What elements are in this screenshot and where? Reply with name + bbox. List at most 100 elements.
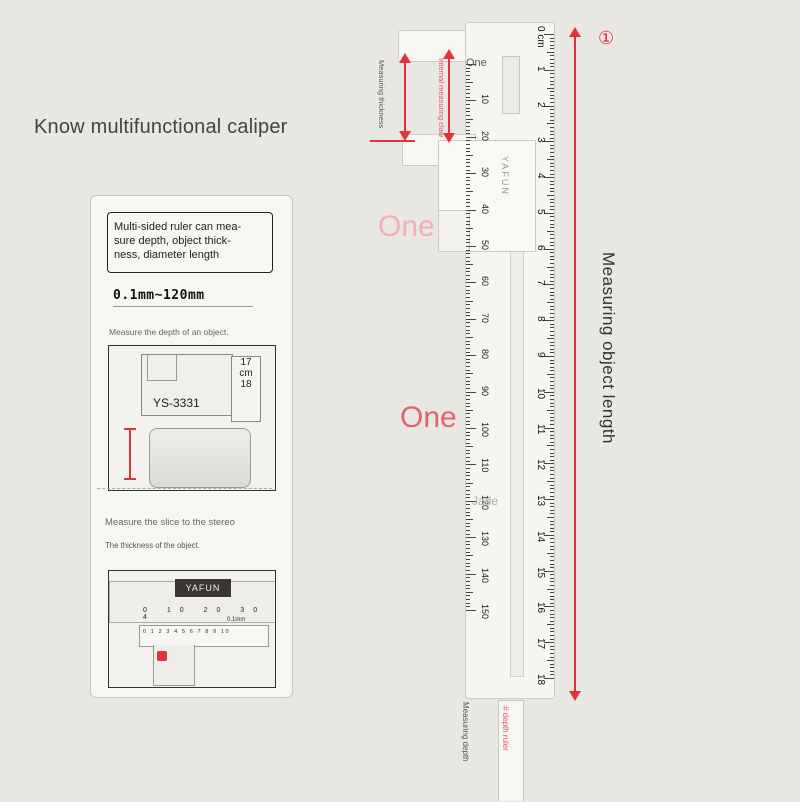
inner-claw-arrow	[443, 49, 455, 143]
cm-label: 2	[535, 101, 546, 108]
cm-label: 12	[535, 459, 546, 471]
mm-tick	[466, 140, 470, 142]
thickness-photo: YAFUN 0 10 20 30 4 0 1 2 3 4 5 6 7 8 9 1…	[108, 570, 276, 688]
mm-tick	[466, 227, 473, 229]
cm-tick	[550, 449, 554, 451]
cm-tick	[544, 105, 554, 107]
depth-label: Measuring depth	[461, 702, 470, 762]
mm-tick	[466, 100, 476, 102]
mm-tick	[466, 246, 476, 247]
mm-tick	[466, 125, 470, 127]
mm-tick	[466, 533, 470, 535]
mm-tick	[466, 417, 470, 419]
slider-jaw	[438, 210, 470, 252]
cm-tick	[550, 112, 554, 114]
mm-tick	[466, 544, 470, 546]
mm-tick	[466, 155, 473, 156]
mm-tick	[466, 147, 470, 149]
cm-tick	[550, 334, 554, 336]
cm-tick	[550, 313, 554, 315]
cm-tick	[550, 209, 554, 211]
mm-label: 150	[480, 604, 490, 620]
cm-tick	[550, 59, 554, 61]
mm-tick	[466, 599, 470, 601]
mm-tick	[466, 176, 470, 178]
cm-tick	[544, 356, 554, 357]
cm-label: 3	[535, 137, 546, 143]
cm-17: 17	[240, 357, 252, 368]
mm-tick	[466, 67, 470, 69]
mm-tick	[466, 216, 470, 218]
watermark-small: One	[466, 57, 487, 69]
mm-tick	[466, 213, 470, 215]
cm-tick	[547, 409, 554, 411]
depth-photo: YS-3331 17 cm 18	[108, 345, 276, 491]
mm-tick	[466, 438, 470, 440]
cm-tick	[550, 520, 554, 522]
cm-label: 5	[535, 208, 546, 215]
mm-tick	[466, 169, 470, 171]
depth-ruler-label: # depth ruler	[501, 706, 510, 751]
mm-tick	[466, 562, 470, 564]
cm-label: 6	[535, 244, 546, 251]
mm-tick	[466, 315, 470, 317]
divider	[97, 488, 272, 489]
mm-label: 50	[480, 240, 490, 251]
cm-tick	[550, 599, 554, 601]
cm-tick	[550, 438, 554, 440]
cm-tick	[550, 262, 554, 264]
cm-tick	[550, 41, 554, 43]
cm-tick	[550, 198, 554, 200]
mm-tick	[466, 453, 470, 455]
mm-tick	[466, 482, 473, 484]
mm-tick	[466, 602, 470, 604]
cm-tick	[550, 94, 554, 96]
mm-tick	[466, 158, 470, 160]
mm-tick	[466, 165, 470, 167]
cm-tick	[550, 474, 554, 476]
watermark-jade: Jade	[472, 494, 499, 508]
mm-tick	[466, 64, 476, 65]
mm-tick	[466, 202, 470, 204]
mm-tick	[466, 340, 470, 342]
cm-tick	[550, 531, 554, 533]
cm-tick	[550, 116, 554, 118]
cm-tick	[550, 316, 554, 318]
mm-label: 40	[480, 203, 490, 214]
mm-tick	[466, 511, 470, 513]
mm-tick	[466, 114, 470, 116]
mm-tick	[466, 580, 470, 582]
cm-tick	[547, 230, 554, 232]
mm-tick	[466, 264, 473, 266]
cm-tick	[550, 241, 554, 243]
mm-tick	[466, 369, 470, 371]
mm-label: 80	[480, 349, 490, 360]
cm-tick	[550, 466, 554, 468]
cm-tick	[544, 212, 554, 214]
cm-tick	[550, 184, 554, 186]
cm-tick	[550, 423, 554, 425]
vernier-unit: 0.1mm	[227, 617, 246, 623]
cm-tick	[550, 524, 554, 526]
mm-tick	[466, 253, 470, 255]
mm-tick	[466, 311, 470, 313]
cm-tick	[550, 134, 554, 136]
cm-tick	[547, 624, 554, 626]
mm-tick	[466, 446, 473, 448]
cm-tick	[547, 302, 554, 304]
mm-tick	[466, 559, 470, 561]
cm-tick	[550, 620, 554, 622]
mm-tick	[466, 71, 470, 73]
beam-slot	[510, 205, 524, 677]
cm-tick	[550, 652, 554, 654]
cm-tick	[550, 459, 554, 461]
cm-tick	[547, 552, 554, 554]
cm-tick	[547, 51, 554, 53]
mm-tick	[466, 322, 470, 324]
mm-tick	[466, 435, 470, 437]
mm-tick	[466, 606, 470, 608]
mm-tick	[466, 107, 470, 109]
cm-tick	[550, 280, 554, 282]
cm-tick	[550, 309, 554, 311]
cm-tick	[550, 470, 554, 472]
